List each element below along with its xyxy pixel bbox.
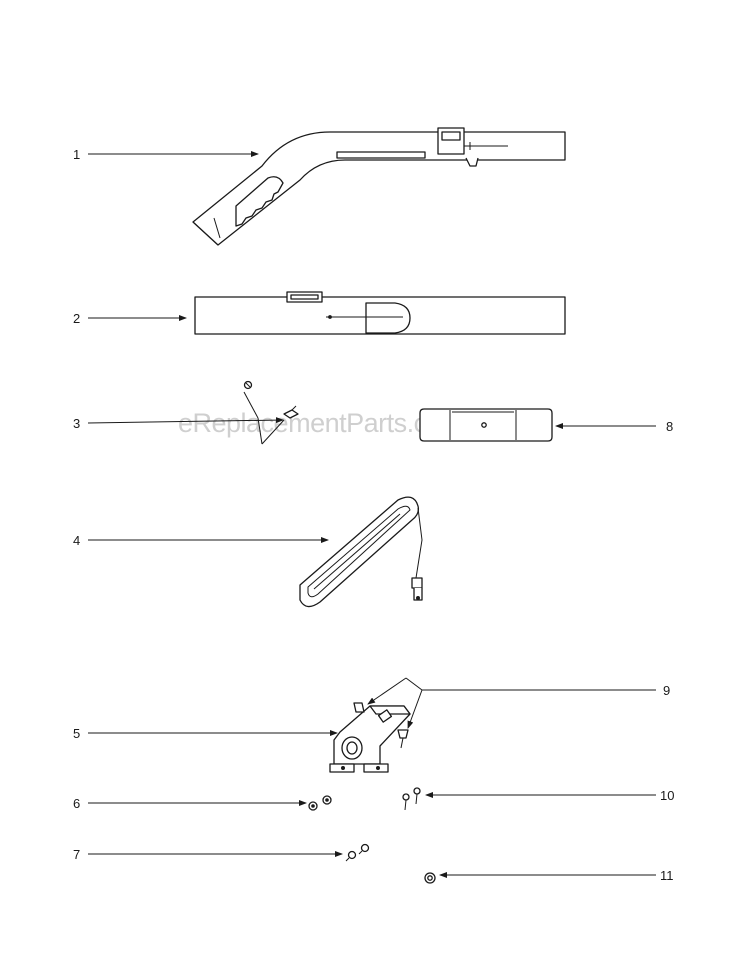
- bumper-part: [419, 408, 553, 442]
- nuts-part: [308, 795, 332, 811]
- callout-label-7: 7: [73, 847, 80, 862]
- leader-9c: [407, 689, 423, 729]
- watermark: eReplacementParts.com: [178, 408, 463, 438]
- callout-leaders: [87, 151, 656, 878]
- callout-label-2: 2: [73, 311, 80, 326]
- callout-label-5: 5: [73, 726, 80, 741]
- small-screws-part: [402, 787, 421, 811]
- callout-label-1: 1: [73, 147, 80, 162]
- washer-part: [424, 872, 436, 884]
- callout-label-6: 6: [73, 796, 80, 811]
- straight-wand-part: [194, 291, 566, 335]
- leader-3: [87, 417, 284, 424]
- screws-part: [243, 380, 299, 445]
- curved-wand-part: [192, 127, 566, 246]
- callout-label-8: 8: [666, 419, 673, 434]
- bracket-screws-part: [353, 702, 409, 749]
- callout-label-9: 9: [663, 683, 670, 698]
- leader-9a: [367, 677, 407, 705]
- callout-labels: 1 2 3 4 5 6 7 8 9 10 11: [73, 147, 674, 883]
- callout-label-4: 4: [73, 533, 80, 548]
- callout-label-3: 3: [73, 416, 80, 431]
- callout-label-10: 10: [660, 788, 674, 803]
- leader-9b: [405, 677, 423, 691]
- belt-part: [299, 496, 423, 608]
- wing-nuts-part: [345, 843, 370, 862]
- callout-label-11: 11: [660, 868, 674, 883]
- bracket-part: [329, 705, 411, 773]
